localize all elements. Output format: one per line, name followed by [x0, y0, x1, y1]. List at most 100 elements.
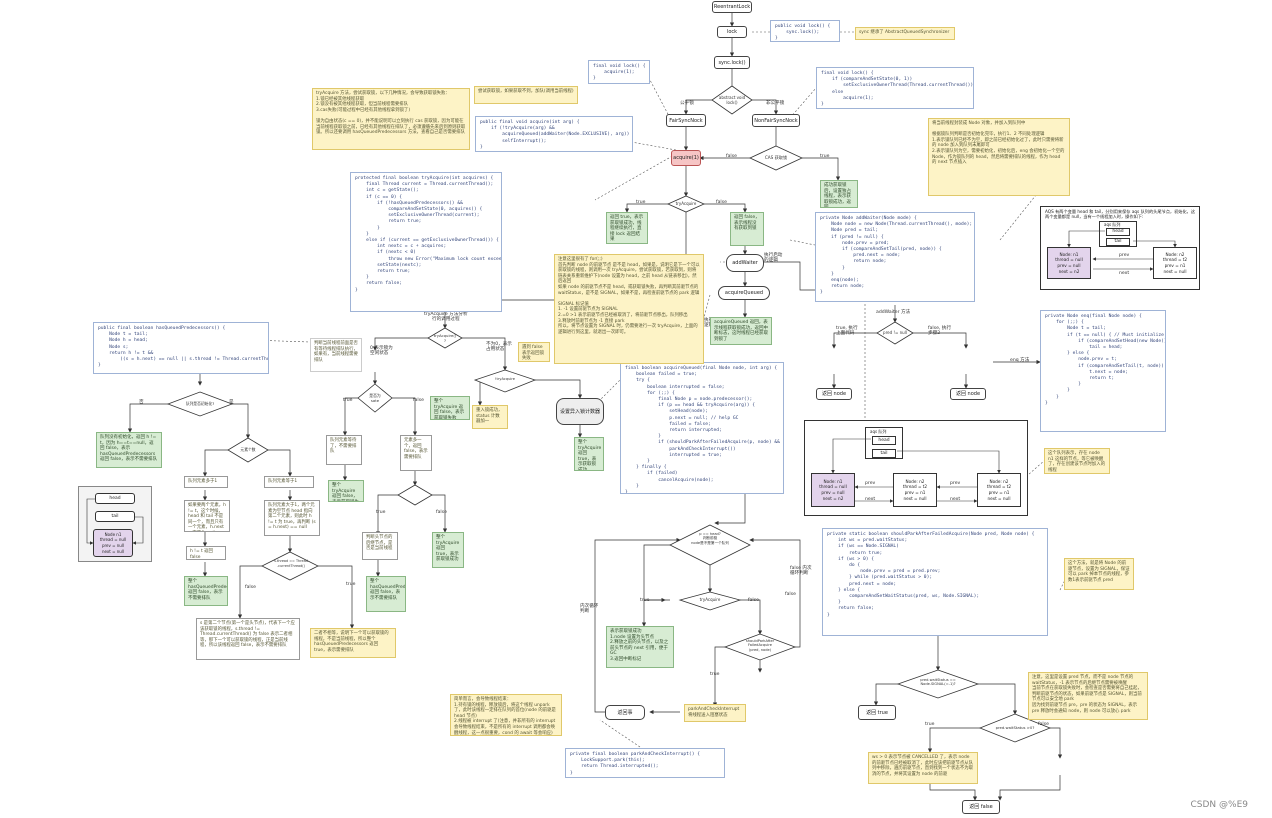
- green-g13: 整个 tryAcquire 返回 true，表示获取锁成功: [432, 532, 464, 568]
- watermark: CSDN @%E9: [1190, 800, 1249, 810]
- queue-panel-3-head: head: [95, 493, 135, 504]
- queue-panel-1-aqs-label: aqs 队列: [1104, 222, 1121, 227]
- plain-p9: h != t 返回 false: [186, 546, 226, 560]
- plain-p12: 队列元素大于1，两个元素为空节点 head 指向第二个元素，则此时 h != t…: [264, 500, 320, 536]
- queue-panel-3-tail: tail: [95, 511, 135, 522]
- edge-false-loop: false 内次 循环判断: [790, 566, 812, 576]
- edge-enq: enq 方法: [1010, 358, 1030, 363]
- green-g2: 返回 false，表示线程没有获取到锁: [730, 212, 764, 246]
- edge-false-ws: false: [1038, 722, 1049, 727]
- decision-ws-signal: pred.waitStatus == Node.SIGNAL(=-1)?: [920, 678, 956, 687]
- green-g4: acquireQueued 返回，表示线程获取锁成功，返回中断标志，这时线程已经…: [710, 317, 772, 345]
- queue-panel-1-n1: Node: n1 thread = null prev = null next …: [1047, 247, 1091, 279]
- plain-p11: 队列元素等于1: [264, 476, 314, 488]
- edge-false-7: false: [785, 592, 796, 597]
- queue-panel-1-next: next: [1119, 271, 1130, 276]
- note-should-park: 这个方法，就是将 Node 的前驱节点，设置为 SIGNAL，保证可以 park…: [1064, 558, 1134, 590]
- edge-false-3: false: [413, 398, 424, 403]
- queue-panel-2-aqs: aqs 队列 head tail: [865, 427, 903, 459]
- code-should-park: private static boolean shouldParkAfterFa…: [822, 528, 1048, 636]
- decision-try-acquire: tryAcquire: [675, 201, 697, 206]
- return-node-2: 返回 node: [950, 388, 986, 400]
- fairsync-lock-node: FairSyncNock: [666, 114, 706, 127]
- edge-false-5: false: [245, 585, 256, 590]
- queue-panel-2-head: head: [872, 436, 896, 445]
- edge-false-6: false: [748, 598, 759, 603]
- note-ws: 注意，这里是设置 pred 节点，而不是 node 节点的 waitStatus…: [1028, 672, 1148, 720]
- queue-panel-2-next-1: next: [865, 497, 876, 502]
- code-nonfair-lock: final void lock() { if (compareAndSetSta…: [816, 67, 974, 109]
- note-acquire: 尝试获取锁，如果获取不到，加队(调用当前线程): [474, 86, 578, 104]
- queue-panel-2-n2: Node: n2 thread = t2 prev = n1 next = nu…: [893, 473, 937, 507]
- lock-node: lock: [717, 26, 747, 38]
- queue-panel-2-n1: Node: n1 thread = null prev = null next …: [811, 473, 855, 507]
- note-loop: 遇到 false 表示返回锁失败: [518, 342, 550, 362]
- edge-try-method: tryAcquire 方法分析 行的调用过程: [424, 312, 468, 322]
- code-park-check: private final boolean parkAndCheckInterr…: [565, 748, 725, 778]
- green-g7: 整个 tryAcquire 返回 false，表示获取锁失败: [430, 396, 470, 420]
- sync-lock-node: sync.lock(): [714, 56, 750, 69]
- queue-panel-1-prev: prev: [1119, 253, 1130, 258]
- green-g8: 整个 tryAcquire 返回 true，表示获取锁成功: [574, 437, 604, 471]
- code-sync-lock: public void lock() { sync.lock(); }: [770, 20, 840, 42]
- queue-panel-1-title: AQS 有两个变量 head 和 tail，分别用来保存 aqs 队列的头尾节点…: [1045, 209, 1196, 219]
- edge-loop: 内次循环 判断: [580, 604, 599, 614]
- edge-true-4: true: [376, 510, 386, 515]
- decision-shapes: [166, 85, 1052, 743]
- code-enq: private Node enq(final Node node) { for …: [1040, 310, 1166, 432]
- decision-cas-ok: CAS 获取锁: [764, 155, 788, 160]
- decision-not-held: !tryAcquire: [495, 377, 515, 381]
- code-acquire-queued: final boolean acquireQueued(final Node n…: [620, 362, 784, 494]
- green-g5: 整个 hasQueuedPredecessors 返回 false，表示不需要排…: [184, 576, 228, 606]
- queue-panel-2-next-2: next: [950, 497, 961, 502]
- acquire-queued-node: acquireQueued: [718, 286, 770, 300]
- decision-pred-null: pred != null: [883, 330, 907, 335]
- reentrant-lock-node: ReentrantLock: [712, 1, 752, 13]
- code-acquire: public final void acquire(int arg) { if …: [475, 116, 633, 152]
- green-g3: 成功获取锁后，设置独占线程，表示获取锁成功，返回: [820, 180, 858, 208]
- code-add-waiter: private Node addWaiter(Node mode) { Node…: [815, 212, 975, 302]
- queue-panel-2-prev-1: prev: [865, 481, 876, 486]
- note-park-detail: 简单而言，会导致线程结束： 1.持有锁的线程，释放锁后，将这个线程 unpark…: [450, 694, 562, 736]
- green-g6: 队列没有初始化，返回 h != t，因为 h==t==null，返回 false…: [96, 432, 162, 468]
- edge-zero-state: 0 表示锁为 空闲状态: [370, 346, 393, 356]
- plain-p3: 重入锁成功，status 计数器加一: [472, 405, 508, 429]
- decision-try-acquire-3: tryAcquire: [699, 597, 721, 602]
- edge-false-4: false: [436, 510, 447, 515]
- decision-queue-init: 队列是否初始化?: [185, 401, 215, 406]
- code-has-queued: public final boolean hasQueuedPredecesso…: [93, 322, 269, 374]
- nonfairsync-lock-node: NonFairSyncNock: [752, 114, 800, 127]
- decision-one-element: 元素个数: [240, 447, 256, 452]
- queue-panel-1-arrows: [1067, 230, 1177, 271]
- edge-false-2: false: [716, 200, 727, 205]
- green-g9: 整个 hasQueuedPredecessors 返回 false，表示不需要排…: [366, 576, 406, 612]
- plain-p4: 队列元素等待了，不需要排队: [326, 435, 362, 465]
- return-true-node: 返回 true: [858, 705, 896, 720]
- plain-p10: 队列元素多于1: [184, 476, 228, 488]
- green-g11: 表示获取锁成功 1.node 设置为头节点 2.释放之前的头节点，以及之前头节点…: [606, 626, 674, 668]
- acquire-node: acquire(1): [671, 150, 701, 166]
- queue-panel-3-arrows: [86, 498, 144, 545]
- note-add-waiter: 将当前线程封装成 Node 对象，并加入到队列中 根据锁队列判断是否初始化完毕，…: [928, 118, 1070, 196]
- queue-panel-3: head tail Node n1 thread = null prev = n…: [78, 486, 152, 562]
- green-g1: 返回 true，表示获取锁成功，线程继续执行，直接 lock 返回结果: [606, 212, 648, 244]
- queue-panel-2-n3: Node: n2 thread = t2 prev = n1 next = nu…: [977, 473, 1021, 507]
- plain-p2: 判断头节点的后继节点，是否是当前线程: [362, 532, 398, 560]
- plain-p8: 元素多一个，返回 false，表示需要排队: [400, 435, 432, 471]
- edge-true-5: true: [346, 582, 356, 587]
- edge-not-expired: 不为0，表示 占用状态: [486, 342, 512, 352]
- plain-p7: 二者不相等，说明下一个可以获取锁的线程，不是当前线程，所以整个 hasQueue…: [310, 628, 396, 658]
- edge-true-2: true: [636, 200, 646, 205]
- decision-try-acquire-2: tryAcquire() ?: [433, 333, 457, 343]
- queue-panel-2-aqs-label: aqs 队列: [870, 429, 887, 434]
- queue-panel-2-arrows: [831, 438, 1001, 503]
- edge-true-ws: true: [925, 722, 935, 727]
- setup-response-node: 设置异入锁计数器: [556, 398, 604, 425]
- edge-fair: 公平锁: [680, 101, 694, 106]
- return-false-node: 返回 false: [962, 800, 1000, 814]
- queue-panel-1-n2: Node: n2 thread = t2 prev = n1 next = nu…: [1153, 247, 1197, 279]
- note-park: parkAndCheckInterrupt 将线程送入阻塞状态: [684, 704, 746, 722]
- edge-yes: 是: [229, 400, 234, 405]
- queue-panel-2-tail: tail: [872, 449, 896, 458]
